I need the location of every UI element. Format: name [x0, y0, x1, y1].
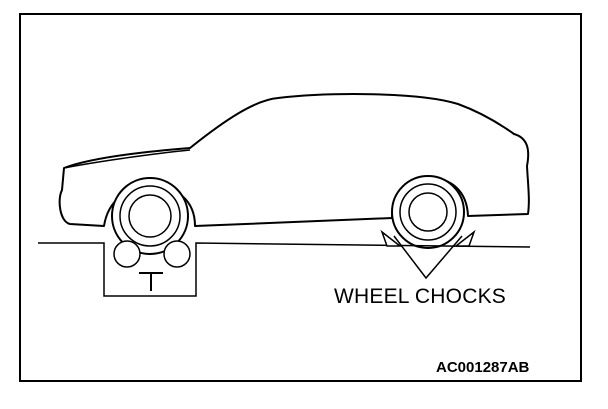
- chock-leader-lines: [393, 235, 463, 280]
- figure-code-label: AC001287AB: [436, 359, 530, 376]
- t-lift-icon: [139, 272, 163, 291]
- car-body-outline: [58, 93, 530, 227]
- ground-line: [38, 242, 531, 297]
- wheel-chocks: [380, 229, 476, 280]
- chock-right-icon: [453, 229, 476, 247]
- chock-left-icon: [380, 229, 403, 247]
- rear-wheel: [391, 175, 465, 249]
- lift-rollers: [113, 240, 191, 268]
- wheel-chocks-label: WHEEL CHOCKS: [334, 285, 506, 308]
- figure-border: [19, 13, 582, 382]
- car-belt-line: [63, 149, 191, 169]
- front-wheel: [111, 177, 189, 255]
